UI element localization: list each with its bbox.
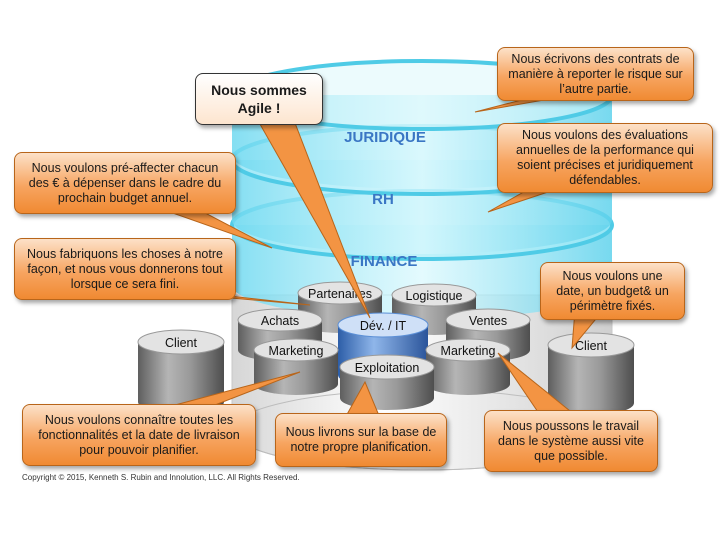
callout-budget: Nous voulons pré-affecter chacun des € à… [14, 152, 236, 214]
cylinder-label-client-right: Client [575, 339, 607, 353]
cylinder-client-right: Client [547, 332, 635, 415]
layer-label-rh: RH [372, 191, 394, 208]
cylinder-label-exploitation: Exploitation [355, 361, 420, 375]
callout-agile: Nous sommes Agile ! [195, 73, 323, 125]
cylinder-label-dev-it: Dév. / IT [360, 319, 407, 333]
cylinder-marketing-left: Marketing [253, 338, 339, 395]
callout-livrons: Nous livrons sur la base de notre propre… [275, 413, 447, 467]
cylinder-label-logistique: Logistique [406, 289, 463, 303]
cylinder-label-marketing-left: Marketing [269, 344, 324, 358]
cylinder-label-client-left: Client [165, 336, 197, 350]
cylinder-label-marketing-right: Marketing [441, 344, 496, 358]
cylinder-client-left: Client [137, 329, 225, 414]
callout-date-fixe: Nous voulons une date, un budget& un pér… [540, 262, 685, 320]
callout-evaluations: Nous voulons des évaluations annuelles d… [497, 123, 713, 193]
layer-label-juridique: JURIDIQUE [344, 129, 426, 146]
cylinder-label-achats: Achats [261, 314, 299, 328]
callout-fonctionnalites: Nous voulons connaître toutes les foncti… [22, 404, 256, 466]
cylinder-marketing-right: Marketing [425, 338, 511, 395]
copyright-text: Copyright © 2015, Kenneth S. Rubin and I… [22, 473, 300, 482]
callout-poussons: Nous poussons le travail dans le système… [484, 410, 658, 472]
callout-contrats: Nous écrivons des contrats de manière à … [497, 47, 694, 101]
layer-label-finance: FINANCE [351, 253, 418, 270]
callout-fabriquons: Nous fabriquons les choses à notre façon… [14, 238, 236, 300]
cylinder-label-ventes: Ventes [469, 314, 507, 328]
